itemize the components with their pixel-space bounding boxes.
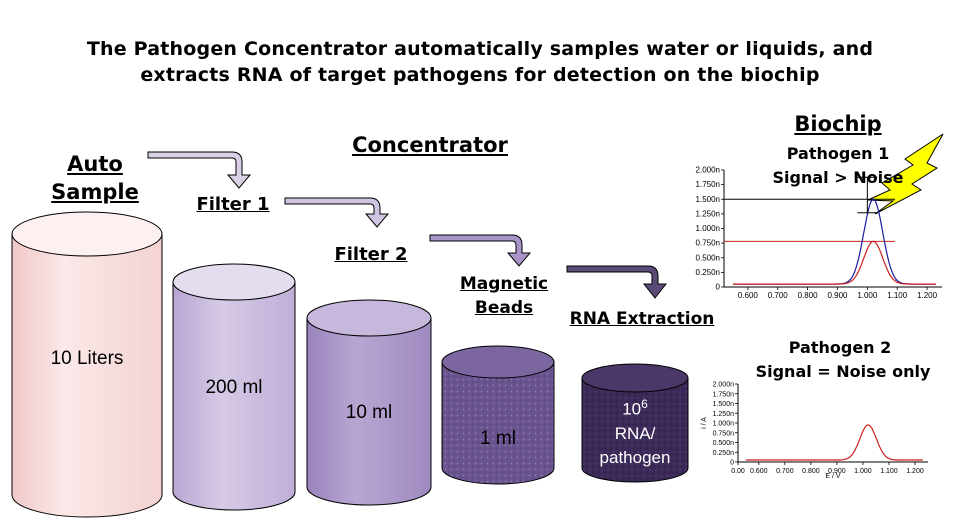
pathogen-1-label: Pathogen 1 (786, 144, 890, 163)
rna-label-line2: RNA/ (614, 423, 656, 443)
auto-label: Auto (67, 152, 123, 176)
beads-label: Beads (474, 298, 534, 318)
arrow-4-icon (566, 265, 668, 299)
y-tick-label: 1.000n (713, 421, 735, 428)
x-tick-label: 0.900 (827, 291, 848, 300)
pathogen-2-label: Pathogen 2 (788, 338, 892, 357)
x-tick-label: 1.000 (857, 291, 878, 300)
x-tick-label: 1.200 (906, 468, 924, 475)
auto-sample-label: Auto Sample (30, 150, 160, 206)
x-tick-label: 0.600 (750, 468, 768, 475)
y-tick-label: 0.250n (713, 450, 735, 457)
y-tick-label: 2.000n (696, 166, 720, 175)
y-tick-label: 0.250n (696, 268, 720, 277)
page-title: The Pathogen Concentrator automatically … (0, 36, 960, 88)
lightning-bolt-icon (867, 133, 944, 215)
y-tick-label: 1.000n (696, 224, 720, 233)
x-tick-label: 1.000 (854, 468, 872, 475)
rna-label-line3: pathogen (599, 447, 671, 467)
y-tick-label: 1.750n (713, 391, 735, 398)
concentrator-label: Concentrator (352, 133, 508, 157)
series-line-0 (745, 424, 923, 461)
rna-count: 106 (582, 392, 688, 422)
cylinder-label-rna: 106 RNA/ pathogen (582, 392, 688, 470)
x-tick-label: 1.100 (880, 468, 898, 475)
cylinder-rna-pathogen (581, 363, 689, 483)
arrow-2-icon (284, 197, 390, 228)
rna-count-exp: 6 (641, 397, 648, 411)
x-tick-label: 0.900 (828, 468, 846, 475)
series-line-1 (733, 240, 936, 285)
y-tick-label: 0.750n (696, 239, 720, 248)
x-tick-label: 0.800 (802, 468, 820, 475)
rna-extraction-label: RNA Extraction (569, 309, 715, 329)
x-tick-label: 0.00 (731, 468, 745, 475)
cylinder-label-10-liters: 10 Liters (50, 348, 124, 369)
y-tick-label: 2.000n (713, 382, 735, 389)
x-tick-label: 1.100 (887, 291, 908, 300)
x-tick-label: 0.700 (776, 468, 794, 475)
y-tick-label: 1.250n (696, 209, 720, 218)
cylinder-200-ml (172, 263, 296, 511)
cylinder-10-ml (306, 299, 432, 506)
signal-gt-noise-label: Signal > Noise (772, 168, 904, 187)
arrow-1-icon (147, 151, 252, 189)
y-tick-label: 1.750n (696, 180, 720, 189)
sample-label: Sample (51, 180, 139, 204)
cylinder-label-200-ml: 200 ml (205, 377, 263, 398)
signal-eq-noise-label: Signal = Noise only (755, 362, 931, 381)
title-line-2: extracts RNA of target pathogens for det… (140, 64, 820, 86)
filter-2-label: Filter 2 (334, 244, 408, 265)
x-tick-label: 1.200 (917, 291, 938, 300)
y-axis-label: i / A (701, 417, 708, 429)
y-tick-label: 1.500n (696, 195, 720, 204)
y-tick-label: 0.750n (713, 430, 735, 437)
y-tick-label: 0 (716, 283, 721, 292)
cylinder-10-liters (11, 211, 163, 518)
x-tick-label: 0.600 (738, 291, 759, 300)
x-axis-label: E / V (825, 473, 841, 480)
rna-count-base: 10 (622, 399, 642, 419)
y-tick-label: 0.500n (713, 440, 735, 447)
chart-pathogen-2: 2.000n 1.750n 1.500n 1.250n 1.000n 0.750n 0.50… (701, 382, 928, 480)
cylinder-label-1-ml: 1 ml (480, 428, 516, 449)
y-tick-label: 0.500n (696, 253, 720, 262)
title-line-1: The Pathogen Concentrator automatically … (86, 38, 874, 60)
cylinder-1-ml (441, 345, 555, 485)
magnetic-label: Magnetic (459, 274, 549, 294)
x-tick-label: 0.800 (798, 291, 819, 300)
y-tick-label: 0 (730, 460, 734, 467)
cylinder-label-10-ml: 10 ml (345, 402, 393, 423)
y-tick-label: 1.250n (713, 411, 735, 418)
x-tick-label: 0.700 (768, 291, 789, 300)
biochip-label: Biochip (794, 112, 882, 136)
filter-1-label: Filter 1 (196, 194, 270, 215)
chart-pathogen-1: 2.000n 1.750n 1.500n 1.250n 1.000n 0.750n 0.50… (696, 166, 942, 300)
magnetic-beads-label: Magnetic Beads (452, 272, 556, 320)
y-tick-label: 1.500n (713, 401, 735, 408)
arrow-3-icon (429, 234, 532, 267)
